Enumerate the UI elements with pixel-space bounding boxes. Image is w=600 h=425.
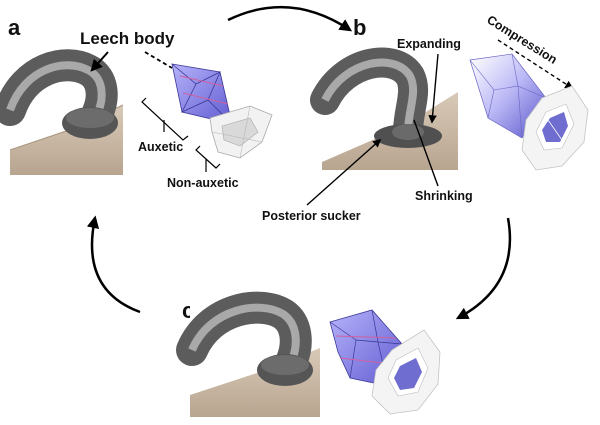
auxetic-structure-a bbox=[171, 63, 273, 159]
auxetic-structure-c bbox=[329, 309, 441, 415]
posterior-sucker-arrow bbox=[306, 138, 382, 206]
leech-render-b bbox=[310, 47, 458, 170]
leech-body-arrow bbox=[90, 51, 109, 72]
label-leech-body: Leech body bbox=[80, 29, 175, 48]
leech-body-dashed-leader bbox=[144, 51, 173, 69]
cycle-arrow-c-to-a bbox=[86, 215, 141, 314]
label-posterior-sucker: Posterior sucker bbox=[262, 209, 361, 223]
leech-render-c bbox=[176, 291, 320, 417]
label-shrinking: Shrinking bbox=[415, 189, 473, 203]
non-auxetic-bracket bbox=[195, 145, 221, 172]
panel-letter-a: a bbox=[8, 15, 21, 40]
cycle-arrow-a-to-b bbox=[227, 5, 353, 32]
leech-render-a bbox=[0, 49, 124, 175]
auxetic-structure-b bbox=[469, 53, 589, 171]
compression-arrow bbox=[497, 39, 574, 89]
label-expanding: Expanding bbox=[397, 37, 461, 51]
expanding-arrow bbox=[428, 53, 439, 124]
shrinking-leader bbox=[413, 119, 439, 187]
label-non-auxetic: Non-auxetic bbox=[167, 176, 239, 190]
label-auxetic: Auxetic bbox=[138, 140, 183, 154]
panel-letter-b: b bbox=[353, 15, 366, 40]
cycle-arrow-b-to-c bbox=[455, 217, 512, 320]
auxetic-bracket bbox=[141, 97, 189, 141]
